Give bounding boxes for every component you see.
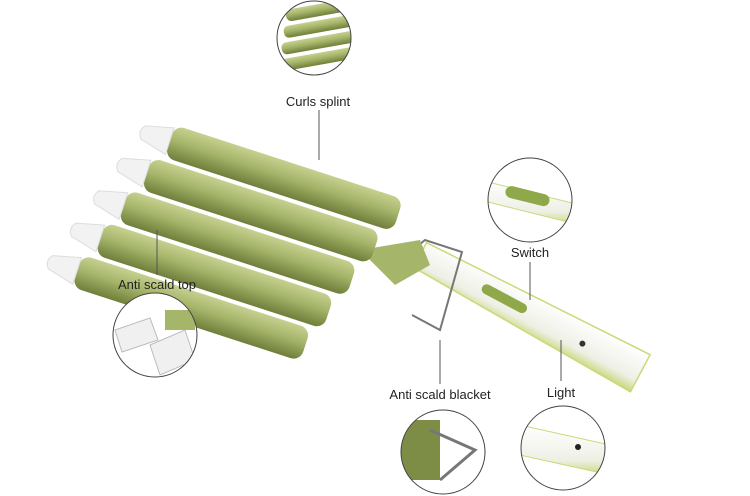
detail-light — [521, 406, 605, 490]
barrels — [46, 125, 401, 359]
detail-curls-splint — [277, 1, 351, 75]
detail-anti-scald-top — [113, 293, 197, 377]
leader-lines — [156, 110, 562, 384]
label-anti-scald-bracket: Anti scald blacket — [389, 387, 491, 402]
barrel — [139, 125, 401, 229]
label-light: Light — [546, 385, 576, 400]
handle — [412, 241, 652, 393]
indicator-light — [579, 340, 586, 347]
label-anti-scald-top: Anti scald top — [117, 277, 197, 292]
barrel — [46, 255, 309, 359]
barrel — [69, 222, 332, 327]
switch-button — [481, 284, 528, 314]
neck — [360, 240, 430, 285]
label-curls-splint: Curls splint — [285, 94, 351, 109]
barrel — [116, 157, 378, 262]
detail-switch — [488, 158, 572, 242]
barrel — [93, 190, 355, 294]
label-switch: Switch — [510, 245, 550, 260]
